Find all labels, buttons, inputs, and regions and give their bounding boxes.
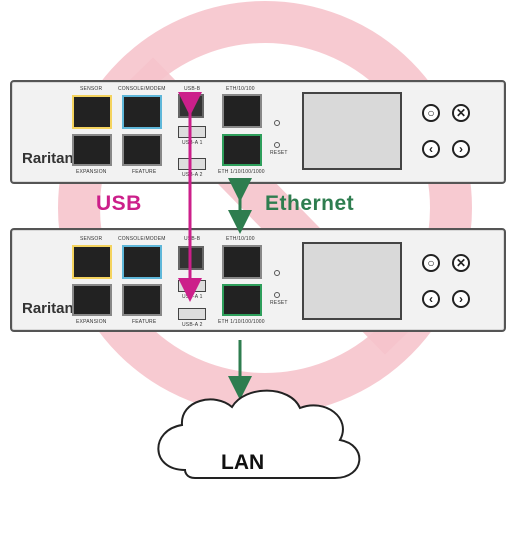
sensor-port[interactable] <box>72 95 112 129</box>
label-expansion: EXPANSION <box>76 169 107 175</box>
bottom-pdu-unit: Raritan SENSOR CONSOLE/MODEM EXPANSION F… <box>10 228 506 332</box>
console-port[interactable] <box>122 245 162 279</box>
right-button[interactable]: › <box>452 290 470 308</box>
lcd-display <box>302 92 402 170</box>
label-expansion: EXPANSION <box>76 319 107 325</box>
lan-label: LAN <box>221 451 265 474</box>
label-usb-b: USB-B <box>184 86 201 92</box>
label-console: CONSOLE/MODEM <box>118 236 166 242</box>
label-eth: ETH/10/100 <box>226 236 255 242</box>
close-button[interactable]: ✕ <box>452 104 470 122</box>
right-button[interactable]: › <box>452 140 470 158</box>
label-reset: RESET <box>270 150 288 156</box>
reset-led <box>274 292 280 298</box>
sensor-port[interactable] <box>72 245 112 279</box>
label-feature: FEATURE <box>132 319 157 325</box>
select-button[interactable]: ○ <box>422 104 440 122</box>
close-button[interactable]: ✕ <box>452 254 470 272</box>
usb-label: USB <box>96 192 142 215</box>
left-button[interactable]: ‹ <box>422 140 440 158</box>
cloud-icon <box>157 389 361 479</box>
eth2-port[interactable] <box>222 134 262 166</box>
feature-port[interactable] <box>122 284 162 316</box>
left-button[interactable]: ‹ <box>422 290 440 308</box>
reset-led <box>274 142 280 148</box>
lcd-display <box>302 242 402 320</box>
ethernet-label: Ethernet <box>265 192 355 215</box>
label-console: CONSOLE/MODEM <box>118 86 166 92</box>
eth2-port[interactable] <box>222 284 262 316</box>
select-button[interactable]: ○ <box>422 254 440 272</box>
status-led <box>274 120 280 126</box>
top-pdu-unit: Raritan SENSOR CONSOLE/MODEM EXPANSION F… <box>10 80 506 184</box>
brand-logo: Raritan <box>22 150 74 167</box>
brand-logo: Raritan <box>22 300 74 317</box>
eth-port[interactable] <box>222 94 262 128</box>
console-port[interactable] <box>122 95 162 129</box>
label-feature: FEATURE <box>132 169 157 175</box>
feature-port[interactable] <box>122 134 162 166</box>
expansion-port[interactable] <box>72 134 112 166</box>
label-eth2: ETH 1/10/100/1000 <box>218 319 265 325</box>
label-eth: ETH/10/100 <box>226 86 255 92</box>
status-led <box>274 270 280 276</box>
usb-a2-port[interactable] <box>178 308 206 320</box>
expansion-port[interactable] <box>72 284 112 316</box>
label-sensor: SENSOR <box>80 236 103 242</box>
label-usb-a2: USB-A 2 <box>182 322 203 328</box>
label-sensor: SENSOR <box>80 86 103 92</box>
eth-port[interactable] <box>222 245 262 279</box>
label-reset: RESET <box>270 300 288 306</box>
label-eth2: ETH 1/10/100/1000 <box>218 169 265 175</box>
